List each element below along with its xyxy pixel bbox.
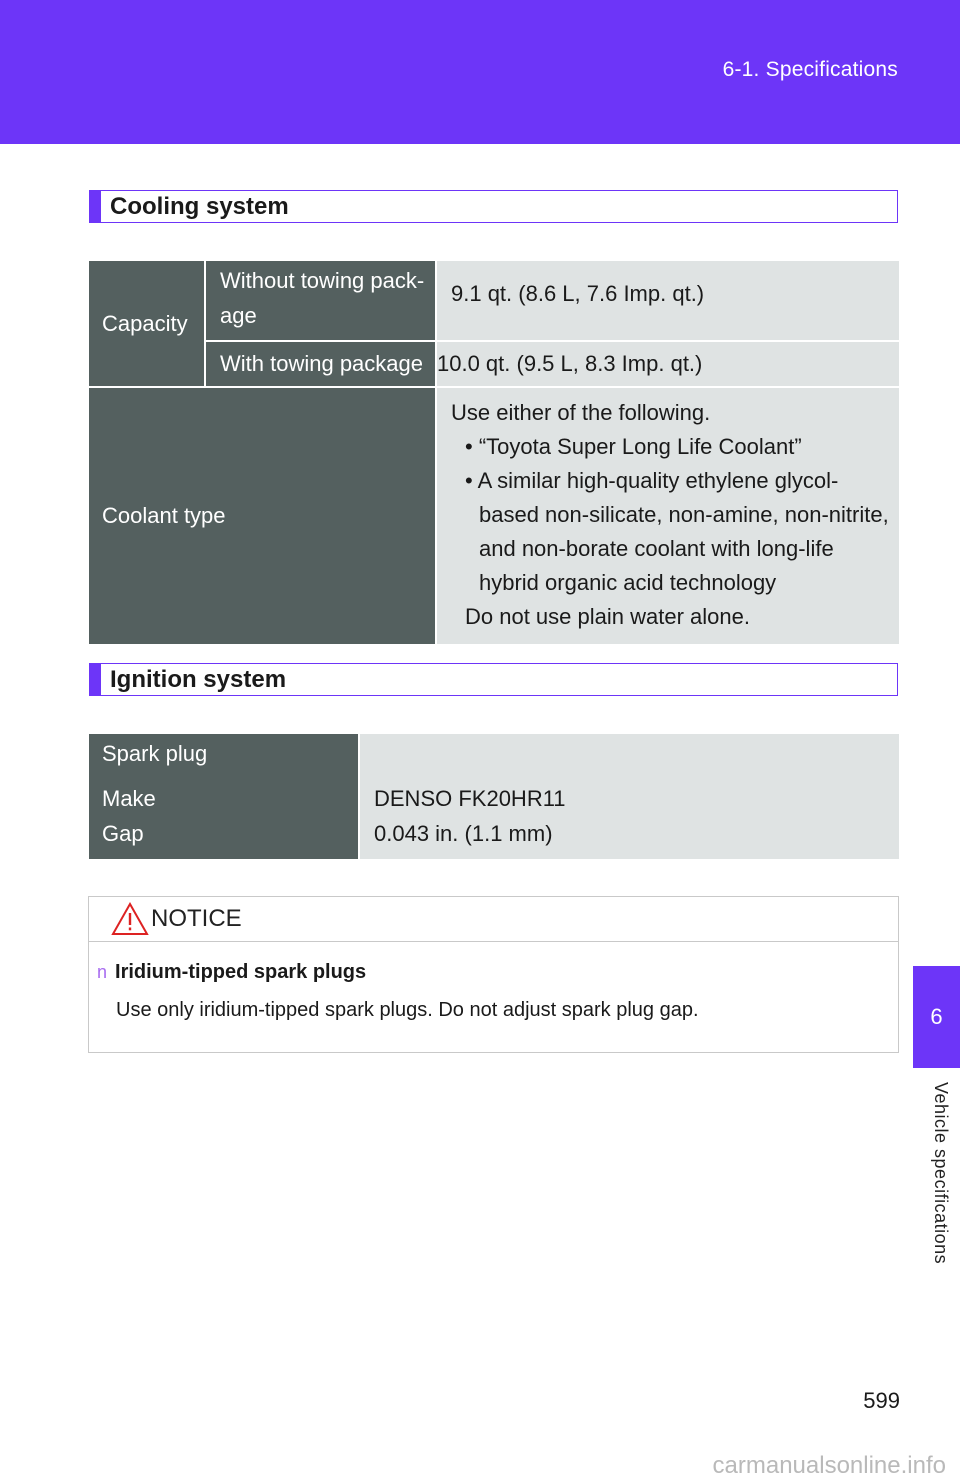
notice-item-body: Use only iridium-tipped spark plugs. Do … <box>116 999 699 1021</box>
notice-item: n Iridium-tipped spark plugs <box>97 961 366 984</box>
watermark: carmanualsonline.info <box>712 1452 946 1479</box>
without-towing-label-line1: Without towing pack- <box>220 268 425 293</box>
notice-header: NOTICE <box>89 897 898 942</box>
header-band: 6-1. Specifications <box>0 0 960 144</box>
ignition-system-title: Ignition system <box>110 666 287 693</box>
table-row: Spark plug Make Gap DENSO FK20HR11 0.043… <box>89 734 899 859</box>
page-number: 599 <box>863 1388 900 1413</box>
coolant-line: based non-silicate, non-amine, non-nitri… <box>479 502 889 527</box>
with-towing-label: With towing package <box>205 341 437 388</box>
notice-item-title: Iridium-tipped spark plugs <box>115 961 367 983</box>
ignition-spec-table: Spark plug Make Gap DENSO FK20HR11 0.043… <box>89 734 899 859</box>
cooling-system-heading: Cooling system <box>89 190 898 223</box>
make-value: DENSO FK20HR11 <box>374 786 566 811</box>
cooling-spec-table: Capacity Without towing pack- age 9.1 qt… <box>89 261 899 646</box>
warning-icon <box>111 902 149 935</box>
spark-plug-value: DENSO FK20HR11 0.043 in. (1.1 mm) <box>359 734 899 859</box>
capacity-label: Capacity <box>89 261 206 388</box>
notice-title: NOTICE <box>151 905 242 932</box>
coolant-line: hybrid organic acid technology <box>479 570 777 595</box>
ignition-system-heading: Ignition system <box>89 663 898 696</box>
with-towing-value: 10.0 qt. (9.5 L, 8.3 Imp. qt.) <box>436 341 899 388</box>
cooling-system-title: Cooling system <box>110 193 289 220</box>
without-towing-value: 9.1 qt. (8.6 L, 7.6 Imp. qt.) <box>436 261 899 342</box>
chapter-label: Vehicle specifications <box>931 1082 951 1265</box>
chapter-tab[interactable]: 6 <box>913 966 960 1068</box>
coolant-type-label: Coolant type <box>89 387 437 646</box>
gap-value: 0.043 in. (1.1 mm) <box>374 821 553 846</box>
heading-accent-bar <box>89 190 101 223</box>
chapter-number: 6 <box>930 1004 943 1029</box>
make-label: Make <box>102 786 156 811</box>
coolant-line: • “Toyota Super Long Life Coolant” <box>465 434 802 459</box>
gap-label: Gap <box>102 821 144 846</box>
table-row: With towing package 10.0 qt. (9.5 L, 8.3… <box>89 341 899 388</box>
coolant-line: • A similar high-quality ethylene glycol… <box>465 468 839 493</box>
without-towing-label-line2: age <box>220 303 257 328</box>
spark-plug-label: Spark plug Make Gap <box>89 734 360 859</box>
section-title: 6-1. Specifications <box>722 58 898 81</box>
coolant-type-value: Use either of the following. • “Toyota S… <box>436 387 899 646</box>
notice-box: NOTICE n Iridium-tipped spark plugs Use o… <box>88 896 899 1053</box>
coolant-line: and non-borate coolant with long-life <box>479 536 834 561</box>
table-row: Capacity Without towing pack- age 9.1 qt… <box>89 261 899 388</box>
without-towing-label: Without towing pack- age <box>205 261 437 342</box>
coolant-line: Do not use plain water alone. <box>465 604 750 629</box>
spark-plug-heading: Spark plug <box>102 741 208 766</box>
coolant-line: Use either of the following. <box>451 400 711 425</box>
notice-bullet-icon: n <box>97 962 108 982</box>
table-row: Coolant type Use either of the following… <box>89 387 899 646</box>
heading-accent-bar <box>89 663 101 696</box>
